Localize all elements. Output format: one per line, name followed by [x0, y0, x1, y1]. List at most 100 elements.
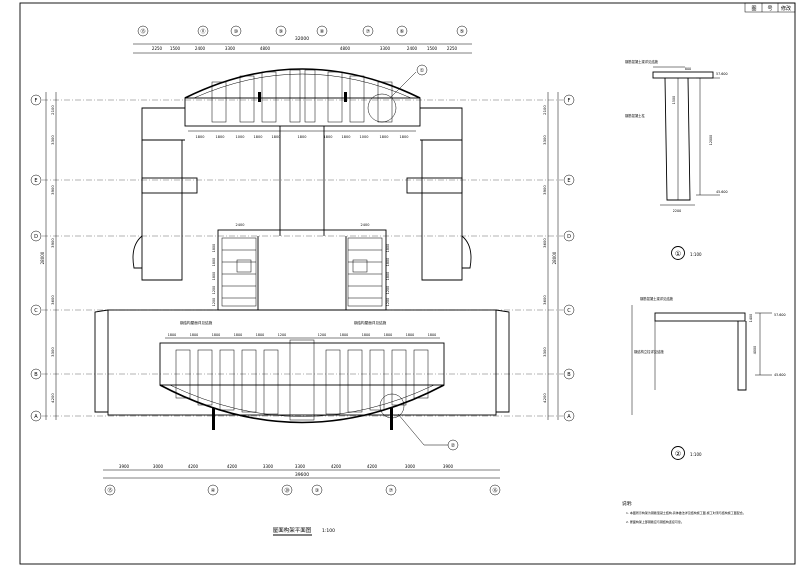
upper-bays	[211, 69, 393, 123]
svg-text:1800: 1800	[362, 333, 370, 337]
svg-text:E: E	[34, 178, 37, 184]
core-right-dims: 2400 1800 1800 1800 1200 1200	[361, 223, 390, 306]
svg-text:1800: 1800	[386, 258, 390, 266]
svg-text:57.600: 57.600	[774, 313, 786, 317]
upper-row-dims: 1800 1800 1000 1800 1800 1800 1800 1800 …	[196, 135, 409, 139]
left-axis-bubbles: F E D C B A	[30, 94, 42, 422]
plan-note-right: 钢结构屋面详见结施	[354, 320, 387, 325]
axis-bubble: ⑧	[316, 25, 328, 37]
svg-text:⑨: ⑨	[279, 29, 283, 35]
svg-text:C: C	[567, 308, 571, 314]
svg-text:3000: 3000	[405, 464, 416, 469]
svg-text:1800: 1800	[168, 333, 176, 337]
svg-text:3900: 3900	[443, 464, 454, 469]
svg-text:1800: 1800	[400, 135, 409, 139]
axis-bubble: ⑪	[197, 25, 209, 37]
svg-text:1800: 1800	[272, 135, 281, 139]
svg-text:1200: 1200	[386, 298, 390, 306]
svg-text:⑦: ⑦	[389, 488, 394, 494]
top-total-dim: 32000	[295, 36, 309, 42]
svg-text:28000: 28000	[40, 251, 45, 264]
axis-bubble: ⑦	[385, 484, 397, 496]
svg-text:1800: 1800	[190, 333, 198, 337]
svg-text:3300: 3300	[50, 135, 55, 145]
detail2-note-side: 钢结构立柱详见结施	[634, 349, 664, 354]
svg-text:3600: 3600	[542, 295, 547, 305]
axis-bubble: ⑯	[489, 484, 501, 496]
axis-bubble: ⑩	[230, 25, 242, 37]
detail1-note-side: 钢筋混凝土柱	[625, 113, 645, 118]
svg-text:E: E	[567, 178, 570, 184]
top-axis-bubbles: ⑬ ⑪ ⑩ ⑨ ⑧ ⑦ ⑥ ⑤	[137, 25, 468, 37]
svg-text:⑬: ⑬	[140, 28, 145, 35]
svg-text:1000: 1000	[360, 135, 369, 139]
svg-text:1400: 1400	[749, 314, 753, 322]
axis-bubble: B	[563, 368, 575, 380]
svg-text:1800: 1800	[386, 272, 390, 280]
building-outline	[94, 68, 510, 424]
svg-text:2250: 2250	[152, 46, 163, 51]
svg-text:D: D	[34, 234, 38, 240]
top-dimensions: 32000 2250 1500 2400 3300 4800 4800 3300…	[133, 36, 472, 54]
axis-bubble: F	[30, 94, 42, 106]
svg-text:①: ①	[420, 68, 425, 74]
svg-text:3900: 3900	[50, 185, 55, 195]
svg-text:1200: 1200	[318, 333, 326, 337]
svg-text:⑩: ⑩	[234, 29, 239, 35]
svg-text:4200: 4200	[542, 393, 547, 403]
core-left-dims: 2400 1800 1800 1800 1200 1200	[212, 223, 244, 306]
svg-text:1800: 1800	[386, 244, 390, 252]
svg-text:3300: 3300	[542, 347, 547, 357]
detail2-note-top: 钢筋混凝土梁详见结施	[640, 296, 674, 301]
svg-text:1800: 1800	[324, 135, 333, 139]
svg-text:4200: 4200	[188, 464, 199, 469]
svg-text:⑦: ⑦	[366, 29, 371, 35]
lower-bays	[175, 339, 429, 421]
svg-text:3300: 3300	[225, 46, 236, 51]
svg-text:12000: 12000	[709, 135, 713, 146]
plan-title-text: 屋面构架平面图	[273, 526, 312, 534]
svg-text:4800: 4800	[260, 46, 271, 51]
bottom-total-dim: 39600	[295, 472, 309, 478]
axis-bubble: ⑳	[281, 484, 293, 496]
detail-2: 钢筋混凝土梁详见结施 钢结构立柱详见结施 1400 4000 57.600 45…	[631, 296, 786, 460]
svg-text:⑤: ⑤	[460, 29, 464, 35]
svg-text:⑪: ⑪	[200, 28, 205, 35]
axis-bubble: E	[30, 174, 42, 186]
axis-bubble: ④	[207, 484, 219, 496]
title-cell-3: 修改	[781, 5, 791, 12]
svg-text:B: B	[567, 372, 571, 378]
core-right	[347, 237, 383, 307]
svg-text:3900: 3900	[119, 464, 130, 469]
svg-text:⑮: ⑮	[107, 487, 112, 494]
svg-text:F: F	[35, 98, 38, 104]
columns	[212, 92, 393, 430]
detail2-callout: ②	[675, 450, 681, 458]
svg-text:1800: 1800	[428, 333, 436, 337]
title-cell-1: 图	[751, 6, 756, 12]
axis-bubble: ⑮	[104, 484, 116, 496]
svg-text:2250: 2250	[447, 46, 458, 51]
svg-text:1800: 1800	[212, 333, 220, 337]
right-dimensions: 28000 2100 3300 3900 3600 3600 3300 4200	[542, 92, 559, 420]
axis-bubble: ⑦	[362, 25, 374, 37]
svg-text:3900: 3900	[542, 185, 547, 195]
svg-text:1800: 1800	[212, 258, 216, 266]
plan-scale: 1:100	[322, 528, 335, 534]
bottom-dimensions: 3900 3000 4200 4200 3300 3300 4200 4200 …	[103, 464, 500, 479]
axis-bubble: C	[30, 304, 42, 316]
callout-2-marker: ②	[379, 393, 459, 451]
svg-text:3000: 3000	[153, 464, 164, 469]
title-cell-2: 号	[767, 6, 772, 12]
svg-text:2400: 2400	[361, 223, 370, 227]
title-block: 图 号 修改	[744, 2, 796, 13]
svg-text:57.600: 57.600	[716, 72, 728, 76]
svg-text:3600: 3600	[542, 238, 547, 248]
plan-note-left: 钢结构屋面详见结施	[180, 320, 213, 325]
axis-bubble: ⑥	[396, 25, 408, 37]
detail-1: 钢筋混凝土梁详见结施 钢筋混凝土柱 800 1500 12000 57.600 …	[625, 59, 728, 260]
svg-text:800: 800	[685, 67, 691, 71]
callout-1-marker: ①	[367, 64, 428, 123]
svg-text:1800: 1800	[212, 272, 216, 280]
svg-text:1200: 1200	[212, 298, 216, 306]
